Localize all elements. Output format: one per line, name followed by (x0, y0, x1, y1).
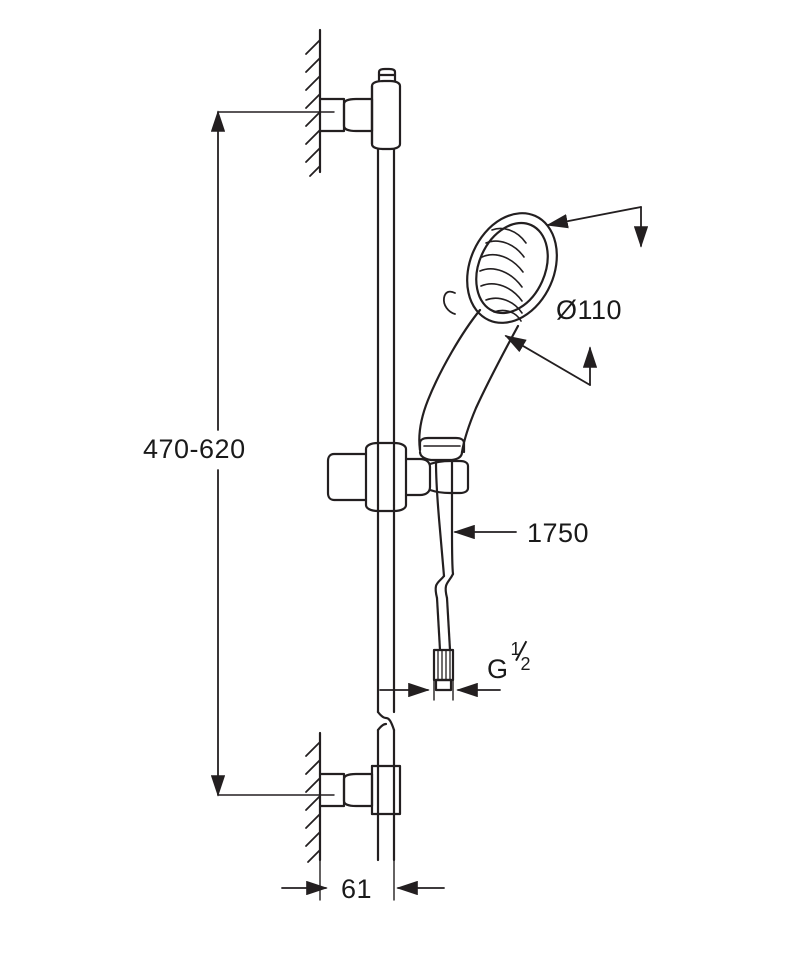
bottom-wall-bracket (318, 764, 402, 816)
thread-letter: G (487, 654, 509, 684)
top-wall-bracket (318, 67, 402, 151)
shower-rail (376, 147, 396, 862)
rail-slider-holder (326, 441, 470, 513)
dimension-wall-distance (281, 859, 445, 901)
wall-top (305, 28, 322, 177)
wall-bottom (305, 731, 322, 863)
dimension-label-hose-length: 1750 (527, 518, 590, 548)
dimension-rail-height (210, 110, 335, 797)
dimension-label-spray-diameter: Ø110 (556, 295, 623, 325)
shower-hose (432, 460, 455, 692)
dimension-label-wall-distance: 61 (341, 874, 373, 904)
dimension-hose-thread (379, 679, 501, 701)
dimension-label-rail-height: 470-620 (143, 434, 246, 464)
hand-shower (418, 212, 558, 462)
dimension-spray-diameter (504, 206, 649, 386)
